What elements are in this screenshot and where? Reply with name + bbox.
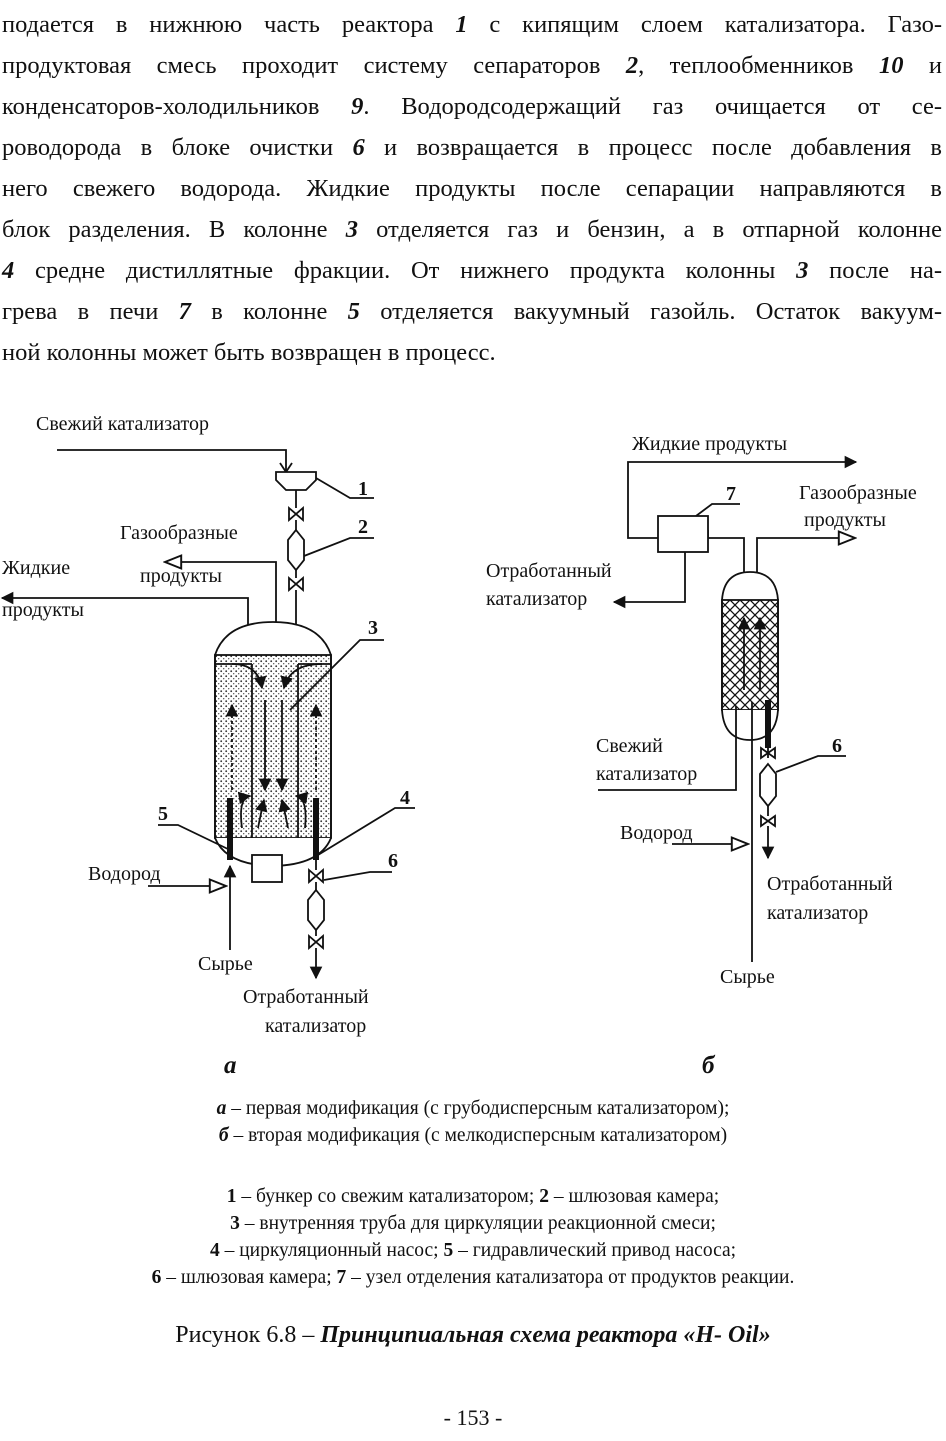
modification-line: а – первая модификация (с грубодисперсны…: [216, 1098, 730, 1119]
fig-a-number-1: 1: [358, 478, 368, 500]
fig-a-gas-products-label-1: Газообразные: [120, 522, 238, 544]
modifications-caption: а – первая модификация (с грубодисперсны…: [0, 1095, 946, 1149]
reactor-scheme-figure: Свежий катализатор Газообразные продукты…: [0, 413, 917, 1037]
reference-number: 1: [455, 11, 468, 38]
page-number: - 153 -: [443, 1405, 503, 1430]
figure-b: [598, 462, 856, 962]
figure-legend: 1 – бункер со свежим катализатором; 2 – …: [0, 1183, 946, 1291]
fig-a-hydrogen-label: Водород: [88, 863, 161, 885]
fig-b-spent-catalyst-bottom-label-2: катализатор: [767, 902, 868, 924]
fig-a-spent-catalyst-label-2: катализатор: [265, 1015, 366, 1037]
reference-number: 3: [796, 257, 809, 284]
fig-a-number-6: 6: [388, 850, 398, 872]
reference-number: 2: [625, 52, 639, 79]
fig-b-feed-label: Сырье: [720, 966, 775, 988]
body-paragraph: подается в нижнюю часть реактора 1 с кип…: [2, 4, 942, 373]
figure-a: [0, 449, 415, 980]
fig-a-liquid-products-label-1: Жидкие: [2, 557, 70, 579]
figure-b-sublabel: б: [702, 1052, 715, 1079]
fig-a-spent-catalyst-label-1: Отработанный: [243, 986, 369, 1008]
reference-number: 6: [352, 134, 365, 161]
legend-line: 1 – бункер со свежим катализатором; 2 – …: [226, 1186, 720, 1207]
reference-number: 4: [2, 257, 15, 284]
paragraph-line: продуктовая смесь проходит систему сепар…: [2, 52, 942, 79]
fig-a-liquid-products-label-2: продукты: [2, 599, 84, 621]
reference-number: 9: [351, 93, 364, 120]
fig-a-gas-products-label-2: продукты: [140, 565, 222, 587]
fig-b-gas-products-label-2: продукты: [804, 509, 886, 531]
fig-a-number-4: 4: [400, 787, 410, 809]
paragraph-line: 4 средне дистиллятные фракции. От нижнег…: [2, 257, 942, 284]
reference-number: 10: [878, 52, 904, 79]
fig-b-liquid-products-label: Жидкие продукты: [632, 433, 787, 455]
fig-a-feed-label: Сырье: [198, 953, 253, 975]
paragraph-line: конденсаторов-холодильников 9. Водородсо…: [2, 93, 943, 120]
paragraph-line: блок разделения. В колонне 3 отделяется …: [2, 216, 942, 243]
fig-b-number-6: 6: [832, 735, 842, 757]
reference-number: 7: [178, 298, 191, 325]
fig-b-number-7: 7: [726, 483, 736, 505]
fig-a-fresh-catalyst-label: Свежий катализатор: [36, 413, 209, 435]
modification-line: б – вторая модификация (с мелкодисперсны…: [218, 1125, 728, 1146]
fig-b-fresh-catalyst-label-2: катализатор: [596, 763, 697, 785]
paragraph-line: него свежего водорода. Жидкие продукты п…: [2, 175, 942, 202]
fig-b-hydrogen-label: Водород: [620, 822, 693, 844]
figure-caption-prefix: Рисунок 6.8 –: [175, 1322, 321, 1348]
fig-a-number-5: 5: [158, 803, 168, 825]
legend-line: 4 – циркуляционный насос; 5 – гидравличе…: [209, 1240, 737, 1261]
fig-b-gas-products-label-1: Газообразные: [799, 482, 917, 504]
fig-a-number-2: 2: [358, 516, 368, 538]
fig-a-number-3: 3: [368, 617, 378, 639]
legend-line: 6 – шлюзовая камера; 7 – узел отделения …: [151, 1267, 795, 1288]
paragraph-line: ной колонны может быть возвращен в проце…: [2, 339, 496, 366]
reference-number: 5: [347, 298, 360, 325]
fig-b-spent-catalyst-bottom-label-1: Отработанный: [767, 873, 893, 895]
paragraph-line: подается в нижнюю часть реактора 1 с кип…: [2, 11, 943, 38]
fig-b-spent-catalyst-top-label-1: Отработанный: [486, 560, 612, 582]
fig-b-fresh-catalyst-label-1: Свежий: [596, 735, 663, 757]
figure-caption: Рисунок 6.8 – Принципиальная схема реакт…: [0, 1322, 946, 1349]
figure-a-sublabel: а: [224, 1052, 237, 1079]
paragraph-line: грева в печи 7 в колонне 5 отделяется ва…: [2, 298, 942, 325]
reference-number: 3: [345, 216, 358, 243]
paragraph-line: роводорода в блоке очистки 6 и возвращае…: [2, 134, 942, 161]
legend-line: 3 – внутренняя труба для циркуляции реак…: [230, 1213, 716, 1234]
figure-caption-title: Принципиальная схема реактора «H- Oil»: [320, 1322, 771, 1348]
fig-b-spent-catalyst-top-label-2: катализатор: [486, 588, 587, 610]
